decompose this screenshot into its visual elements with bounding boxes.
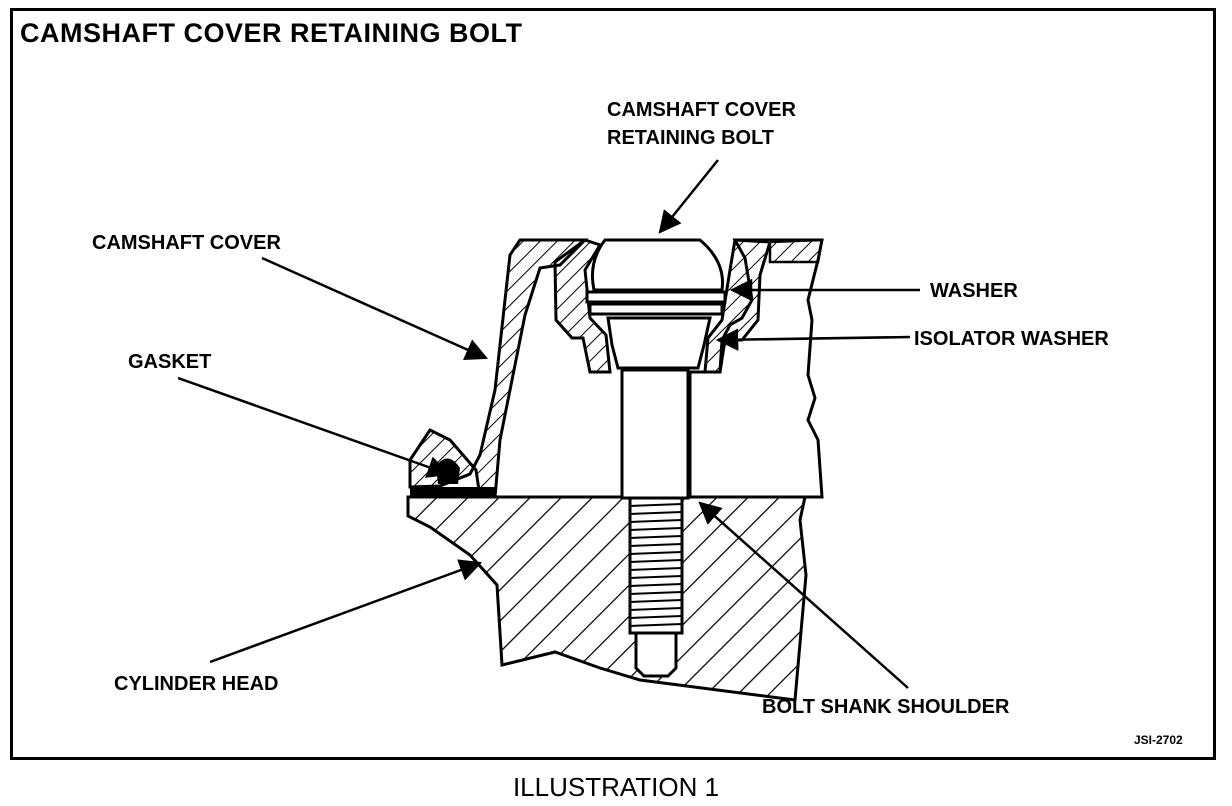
cylinder-head [406,495,808,702]
bolt-head [590,238,725,292]
isolator-washer [606,316,712,370]
bolt-shank [620,368,690,500]
label-gasket: GASKET [128,351,212,373]
leader-gasket [177,376,451,478]
label-washer: WASHER [930,280,1018,302]
label-isolator-washer: ISOLATOR WASHER [914,328,1109,350]
washer [585,290,727,304]
leader-camshaft-cover [261,256,489,361]
washer-ring [588,302,724,316]
label-retaining-bolt-line1: CAMSHAFT COVER [607,99,796,121]
bolt-threads [628,496,684,635]
bolt-tip [634,631,678,678]
cover-right-edge [768,238,824,264]
label-camshaft-cover: CAMSHAFT COVER [92,232,281,254]
label-bolt-shank-shoulder: BOLT SHANK SHOULDER [762,696,1010,718]
thread-lines [629,503,683,627]
label-retaining-bolt-line2: RETAINING BOLT [607,127,775,149]
leader-isolator-washer [715,328,911,351]
leader-bolt-shank-shoulder [698,501,909,689]
illustration-caption: ILLUSTRATION 1 [512,772,720,802]
gasket [410,487,495,497]
leader-cylinder-head [209,559,483,664]
leader-lines [177,159,920,689]
diagram-title: CAMSHAFT COVER RETAINING BOLT [20,18,523,48]
figure-code: JSI-2702 [1134,733,1183,747]
diagram-frame [10,8,1216,760]
camshaft-cover-wall [408,238,589,499]
cover-pocket-left [553,238,612,374]
leader-retaining-bolt [658,159,719,234]
label-cylinder-head: CYLINDER HEAD [114,673,279,695]
